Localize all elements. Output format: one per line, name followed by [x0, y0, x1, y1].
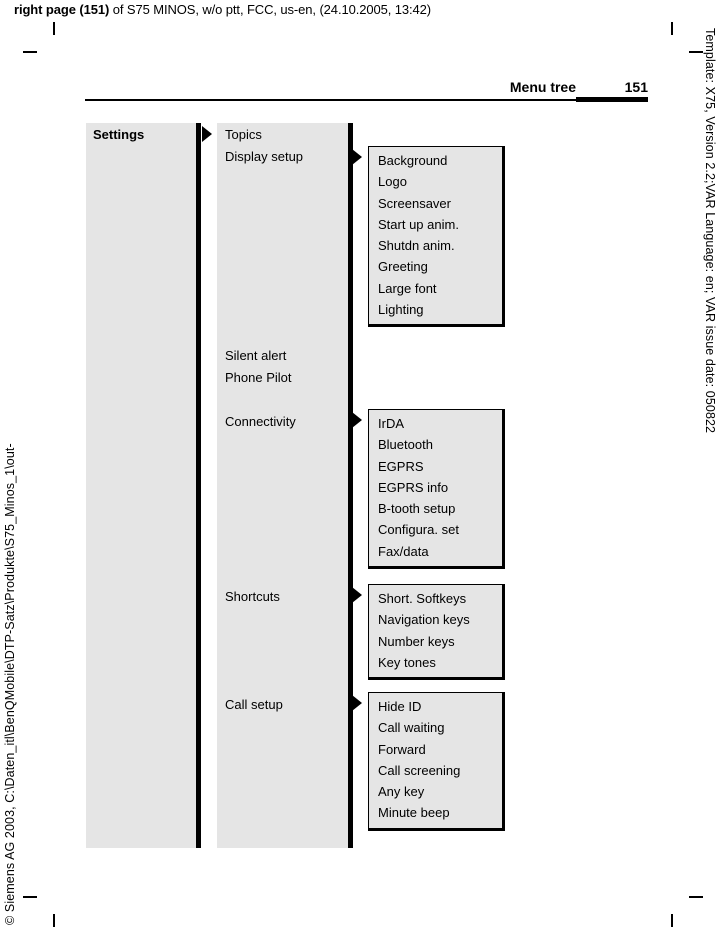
arrow-right-icon	[352, 149, 362, 165]
submenu-item: Key tones	[378, 654, 436, 670]
menu-root-settings: Settings	[93, 127, 145, 142]
crop-mark-top-left-v	[53, 22, 55, 35]
header-rule-thin	[85, 99, 576, 101]
submenu-call-setup: Hide ID Call waiting Forward Call screen…	[368, 692, 505, 831]
submenu-item: Large font	[378, 280, 437, 296]
job-info-rest: of S75 MINOS, w/o ptt, FCC, us-en, (24.1…	[109, 2, 432, 17]
submenu-item: Logo	[378, 174, 407, 190]
menu-item-topics: Topics	[225, 127, 262, 142]
submenu-item: Configura. set	[378, 522, 459, 538]
crop-mark-top-right-h	[689, 51, 703, 53]
submenu-item: Screensaver	[378, 195, 451, 211]
header-rule-thick	[576, 97, 648, 102]
menu-column-level2	[217, 123, 348, 848]
submenu-item: Greeting	[378, 259, 428, 275]
menu-column-root-divider	[196, 123, 201, 848]
menu-item-call-setup: Call setup	[225, 697, 283, 712]
arrow-right-icon	[352, 695, 362, 711]
job-info-page-ref: right page (151)	[14, 2, 110, 17]
menu-item-display-setup: Display setup	[225, 149, 304, 164]
submenu-item: Lighting	[378, 302, 424, 318]
menu-column-root	[86, 123, 196, 848]
submenu-item: Call screening	[378, 762, 461, 778]
arrow-right-icon	[352, 412, 362, 428]
menu-item-silent-alert: Silent alert	[225, 348, 287, 363]
submenu-shortcuts: Short. Softkeys Navigation keys Number k…	[368, 584, 505, 681]
job-info-line: right page (151) of S75 MINOS, w/o ptt, …	[14, 2, 431, 17]
arrow-right-icon	[202, 126, 212, 142]
submenu-item: EGPRS	[378, 458, 424, 474]
template-version-note: Template: X75, Version 2.2;VAR Language:…	[703, 28, 717, 434]
submenu-connectivity: IrDA Bluetooth EGPRS EGPRS info B-tooth …	[368, 409, 505, 570]
copyright-path-note: © Siemens AG 2003, C:\Daten_itl\BenQMobi…	[3, 443, 17, 925]
page-number: 151	[624, 79, 648, 95]
crop-mark-bottom-right-v	[671, 914, 673, 927]
submenu-item: Bluetooth	[378, 437, 433, 453]
submenu-item: Start up anim.	[378, 216, 459, 232]
menu-item-connectivity: Connectivity	[225, 414, 296, 429]
submenu-item: Short. Softkeys	[378, 591, 467, 606]
submenu-item: Fax/data	[378, 543, 429, 559]
submenu-item: Call waiting	[378, 720, 445, 736]
submenu-item: EGPRS info	[378, 479, 449, 495]
submenu-item: Background	[378, 153, 448, 168]
submenu-item: Number keys	[378, 633, 455, 649]
page-title: Menu tree	[509, 79, 576, 95]
crop-mark-bottom-left-h	[23, 896, 37, 898]
menu-item-shortcuts: Shortcuts	[225, 589, 280, 604]
crop-mark-top-right-v	[671, 22, 673, 35]
submenu-item: Navigation keys	[378, 612, 470, 628]
submenu-item: Shutdn anim.	[378, 238, 455, 254]
arrow-right-icon	[352, 587, 362, 603]
crop-mark-top-left-h	[23, 51, 37, 53]
submenu-item: Minute beep	[378, 805, 450, 821]
submenu-item: Any key	[378, 784, 425, 800]
submenu-display-setup: Background Logo Screensaver Start up ani…	[368, 146, 505, 328]
submenu-item: B-tooth setup	[378, 501, 456, 517]
crop-mark-bottom-right-h	[689, 896, 703, 898]
menu-item-phone-pilot: Phone Pilot	[225, 370, 292, 385]
submenu-item: Hide ID	[378, 699, 422, 714]
crop-mark-bottom-left-v	[53, 914, 55, 927]
menu-column-level2-divider	[348, 123, 353, 848]
submenu-item: Forward	[378, 741, 426, 757]
submenu-item: IrDA	[378, 416, 404, 431]
